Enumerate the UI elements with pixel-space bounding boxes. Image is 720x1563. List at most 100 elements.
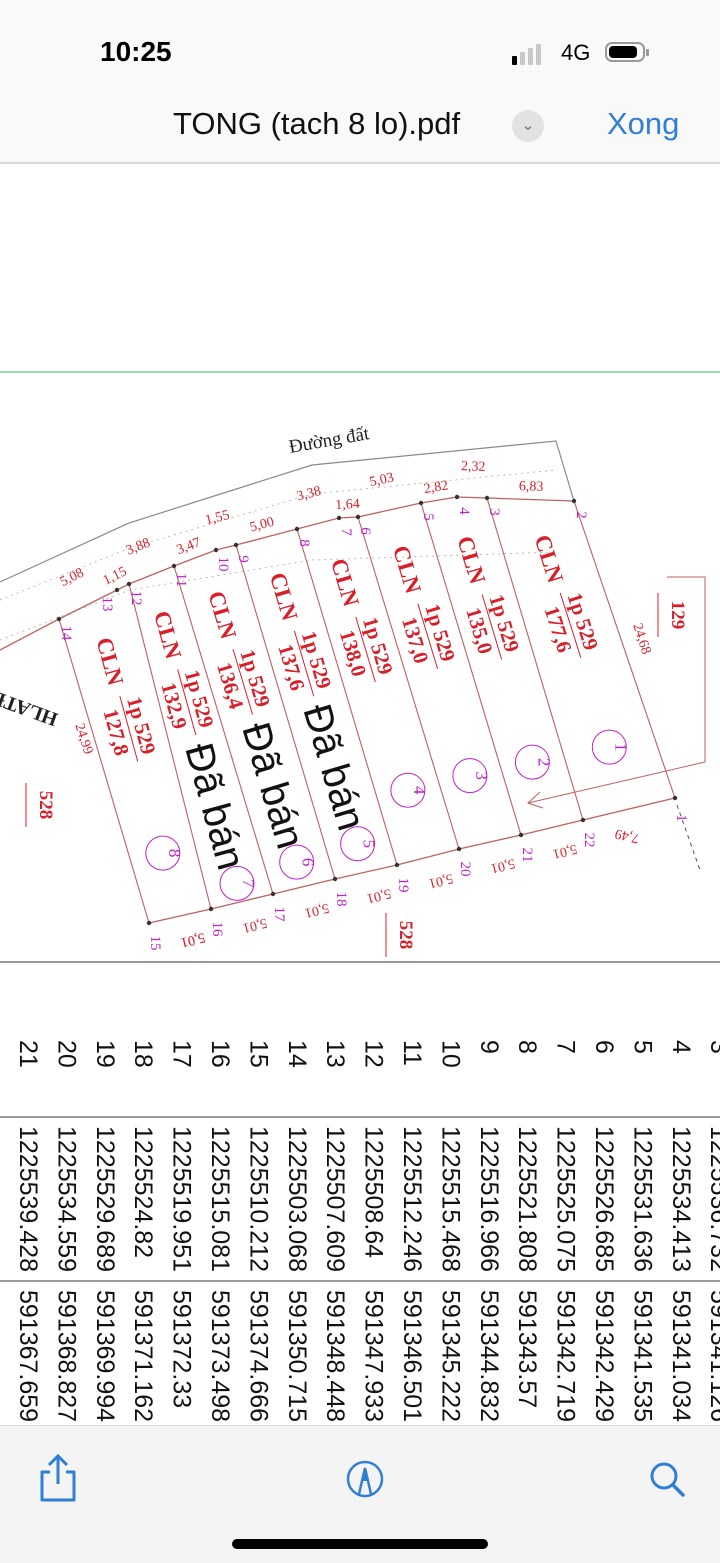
edge-length: 5,01 [241,915,268,935]
table-cell-point: 9 [474,1040,503,1054]
lot-use: CLN [530,532,569,586]
point-label: 4 [456,507,472,515]
table-cell-x: 1225507.609 [321,1126,350,1272]
table-cell-point: 15 [244,1040,273,1068]
point-label: 18 [333,892,349,907]
table-cell-y: 591374.666 [244,1290,273,1423]
point-label: 17 [271,907,287,923]
table-cell-y: 591371.162 [129,1290,158,1423]
table-cell-point: 16 [206,1040,234,1068]
point-label: 10 [215,557,231,572]
table-cell-y: 591369.994 [90,1290,119,1423]
point-label: 19 [395,878,411,893]
survey-point [394,862,400,868]
table-cell-x: 1225515.468 [436,1126,465,1272]
edge-length: 5,01 [365,885,392,905]
table-cell-y: 591367.659 [14,1290,42,1423]
chevron-down-icon[interactable]: ⌄ [512,110,544,142]
table-cell-x: 1225519.951 [167,1126,196,1272]
edge-length: 5,01 [179,929,206,949]
signal-icon [512,44,541,65]
survey-point [336,515,342,521]
point-label: 3 [486,508,502,516]
point-label: 6 [357,527,373,535]
table-cell-point: 21 [14,1040,42,1068]
table-cell-x: 1225536.732 [705,1126,720,1272]
table-cell-x: 1225524.82 [129,1126,158,1259]
done-button[interactable]: Xong [607,106,680,141]
table-cell-y: 591343.57 [513,1290,542,1409]
survey-point [454,494,460,500]
survey-point [294,526,300,532]
survey-point [518,832,524,838]
lot-number-circle [145,835,181,871]
table-cell-point: 14 [282,1040,311,1068]
lot-number-circle [219,865,255,901]
table-cell-point: 3 [705,1040,720,1054]
table-cell-y: 591341.126 [705,1290,720,1423]
lot-number-circle [452,758,488,794]
parcel-label: 528 [35,791,56,820]
table-cell-y: 591348.448 [321,1290,350,1423]
table-cell-x: 1225539.428 [14,1126,42,1272]
edge-length: 7,49 [614,825,641,845]
point-label: 9 [235,555,251,563]
table-cell-point: 20 [52,1040,81,1068]
lot-use: CLN [265,570,303,624]
parcel-label: 129 [667,601,688,630]
lot-number-circle [514,744,550,780]
table-cell-x: 1225534.413 [666,1126,695,1272]
table-cell-y: 591345.222 [436,1290,465,1423]
pdf-page [0,164,720,1426]
lot-top-boundary [0,496,575,651]
survey-point [208,906,214,912]
point-label: 12 [128,591,144,606]
table-cell-x: 1225521.808 [513,1126,542,1272]
home-indicator[interactable] [232,1539,488,1549]
edge-length: 5,08 [58,566,87,590]
table-cell-y: 591350.715 [282,1290,311,1423]
edge-length: 2,82 [423,478,450,497]
table-divider [0,1280,720,1282]
table-cell-x: 1225510.212 [244,1126,273,1272]
lot-number: 2 [534,758,553,767]
table-cell-point: 13 [321,1040,350,1068]
edge-length: 1,64 [335,497,360,513]
status-time: 10:25 [100,36,172,67]
lot-dividers [58,497,676,924]
point-label: 22 [581,833,597,848]
point-label: 2 [573,511,589,519]
table-cell-x: 1225516.966 [474,1126,503,1272]
table-cell-x: 1225531.636 [628,1126,657,1272]
lot-use: CLN [326,556,364,610]
table-cell-y: 591342.429 [590,1290,618,1423]
edge-length: 5,01 [303,900,330,920]
share-icon[interactable] [34,1453,82,1502]
search-icon[interactable] [644,1454,692,1502]
edge-length: 5,01 [179,929,206,949]
edge-length: 5,01 [551,841,578,861]
lot-use: CLN [388,543,426,597]
point-label: 11 [173,573,189,587]
navigation-bar: TONG (tach 8 lo).pdf ⌄ Xong [0,90,720,164]
lot-number: 6 [299,858,318,867]
table-cell-point: 17 [167,1040,196,1068]
table-cell-y: 591347.933 [359,1290,388,1423]
table-cell-y: 591368.827 [52,1290,81,1423]
lot-use: CLN [203,588,241,642]
table-cell-point: 6 [590,1040,618,1054]
table-cell-x: 1225525.075 [551,1126,580,1272]
lot-number: 1 [611,743,630,752]
survey-point [580,817,586,823]
table-cell-point: 10 [436,1040,465,1068]
markup-icon[interactable] [341,1454,389,1502]
parcel-label: 528 [395,921,416,950]
table-cell-x: 1225508.64 [359,1126,388,1259]
edge-length: 5,01 [427,870,454,890]
survey-point [418,500,424,506]
point-label: 21 [519,848,535,863]
edge-length: 3,88 [124,536,152,559]
lot-number: 4 [410,786,429,795]
survey-point [56,616,62,622]
document-title[interactable]: TONG (tach 8 lo).pdf [173,106,461,141]
